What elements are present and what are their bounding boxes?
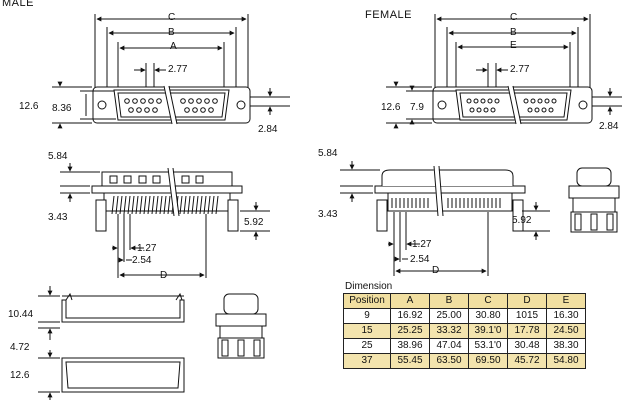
- header-d: D: [507, 293, 547, 309]
- male-title: MALE: [2, 0, 34, 9]
- thickness-label: 2.84: [599, 121, 619, 132]
- height-label: 12.6: [381, 102, 401, 113]
- table-cell: 45.72: [507, 353, 547, 369]
- table-cell: 24.50: [546, 323, 586, 339]
- pitch-2-label: 2.54: [410, 254, 430, 265]
- table-cell: 25.25: [390, 323, 430, 339]
- table-cell: 15: [343, 323, 391, 339]
- height-label-2: 8.36: [52, 103, 72, 114]
- table-cell: 30.48: [507, 338, 547, 354]
- table-cell: 38.30: [546, 338, 586, 354]
- table-cell: 9: [343, 308, 391, 324]
- table-cell: 39.1'0: [468, 323, 508, 339]
- pitch-1-label: 1.27: [137, 243, 157, 254]
- dim-e-label: E: [510, 40, 517, 51]
- table-row: 37 55.45 63.50 69.50 45.72 54.80: [343, 353, 586, 369]
- female-end-view: [568, 167, 620, 233]
- height-label-2: 7.9: [410, 102, 424, 113]
- table-cell: 16.30: [546, 308, 586, 324]
- cable-clamp-side-view: [38, 286, 185, 340]
- table-header-row: Position A B C D E: [343, 293, 586, 309]
- table-cell: 47.04: [429, 338, 469, 354]
- pitch-2-label: 2.54: [132, 255, 152, 266]
- table-cell: 63.50: [429, 353, 469, 369]
- side-right-label: 5.92: [244, 217, 264, 228]
- female-title: FEMALE: [365, 9, 413, 21]
- pitch-label: 2.77: [510, 64, 530, 75]
- dim-b-label: B: [510, 27, 517, 38]
- dim-d-label: D: [432, 265, 440, 276]
- female-sockets: [466, 98, 557, 113]
- header-a: A: [390, 293, 430, 309]
- table-cell: 53.1'0: [468, 338, 508, 354]
- pitch-label: 2.77: [168, 64, 188, 75]
- dimension-table: Position A B C D E 9 16.92 25.00 30.80 1…: [343, 293, 586, 369]
- header-b: B: [429, 293, 469, 309]
- male-end-view: [215, 293, 267, 359]
- male-pins: [124, 98, 218, 113]
- female-front-view: [386, 14, 622, 129]
- header-e: E: [546, 293, 586, 309]
- table-cell: 69.50: [468, 353, 508, 369]
- clamp-front-height-label: 12.6: [10, 370, 30, 381]
- thickness-label: 2.84: [258, 124, 278, 135]
- female-side-view: [340, 161, 550, 276]
- table-cell: 25: [343, 338, 391, 354]
- header-position: Position: [343, 293, 391, 309]
- height-label: 12.6: [19, 101, 39, 112]
- table-cell: 54.80: [546, 353, 586, 369]
- side-right-label: 5.92: [512, 215, 532, 226]
- table-cell: 33.32: [429, 323, 469, 339]
- side-mid-label: 3.43: [318, 209, 338, 220]
- pitch-1-label: 1.27: [412, 239, 432, 250]
- clamp-height-label: 10.44: [8, 309, 34, 320]
- table-cell: 30.80: [468, 308, 508, 324]
- table-cell: 25.00: [429, 308, 469, 324]
- clamp-offset-label: 4.72: [10, 342, 30, 353]
- table-row: 9 16.92 25.00 30.80 1015 16.30: [343, 308, 586, 324]
- dim-b-label: B: [168, 27, 175, 38]
- side-top-label: 5.84: [48, 151, 68, 162]
- table-caption: Dimension: [345, 281, 393, 292]
- male-side-view: [60, 163, 270, 278]
- side-mid-label: 3.43: [48, 212, 68, 223]
- table-cell: 37: [343, 353, 391, 369]
- header-c: C: [468, 293, 508, 309]
- table-row: 15 25.25 33.32 39.1'0 17.78 24.50: [343, 323, 586, 339]
- dim-c-label: C: [510, 12, 518, 23]
- cable-clamp-front-view: [38, 350, 185, 400]
- dim-a-label: A: [170, 41, 177, 52]
- table-cell: 16.92: [390, 308, 430, 324]
- table-cell: 38.96: [390, 338, 430, 354]
- dim-c-label: C: [168, 12, 176, 23]
- table-row: 25 38.96 47.04 53.1'0 30.48 38.30: [343, 338, 586, 354]
- male-front-view: [52, 14, 290, 129]
- side-top-label: 5.84: [318, 148, 338, 159]
- table-cell: 17.78: [507, 323, 547, 339]
- dim-d-label: D: [160, 270, 168, 281]
- table-cell: 1015: [507, 308, 547, 324]
- table-cell: 55.45: [390, 353, 430, 369]
